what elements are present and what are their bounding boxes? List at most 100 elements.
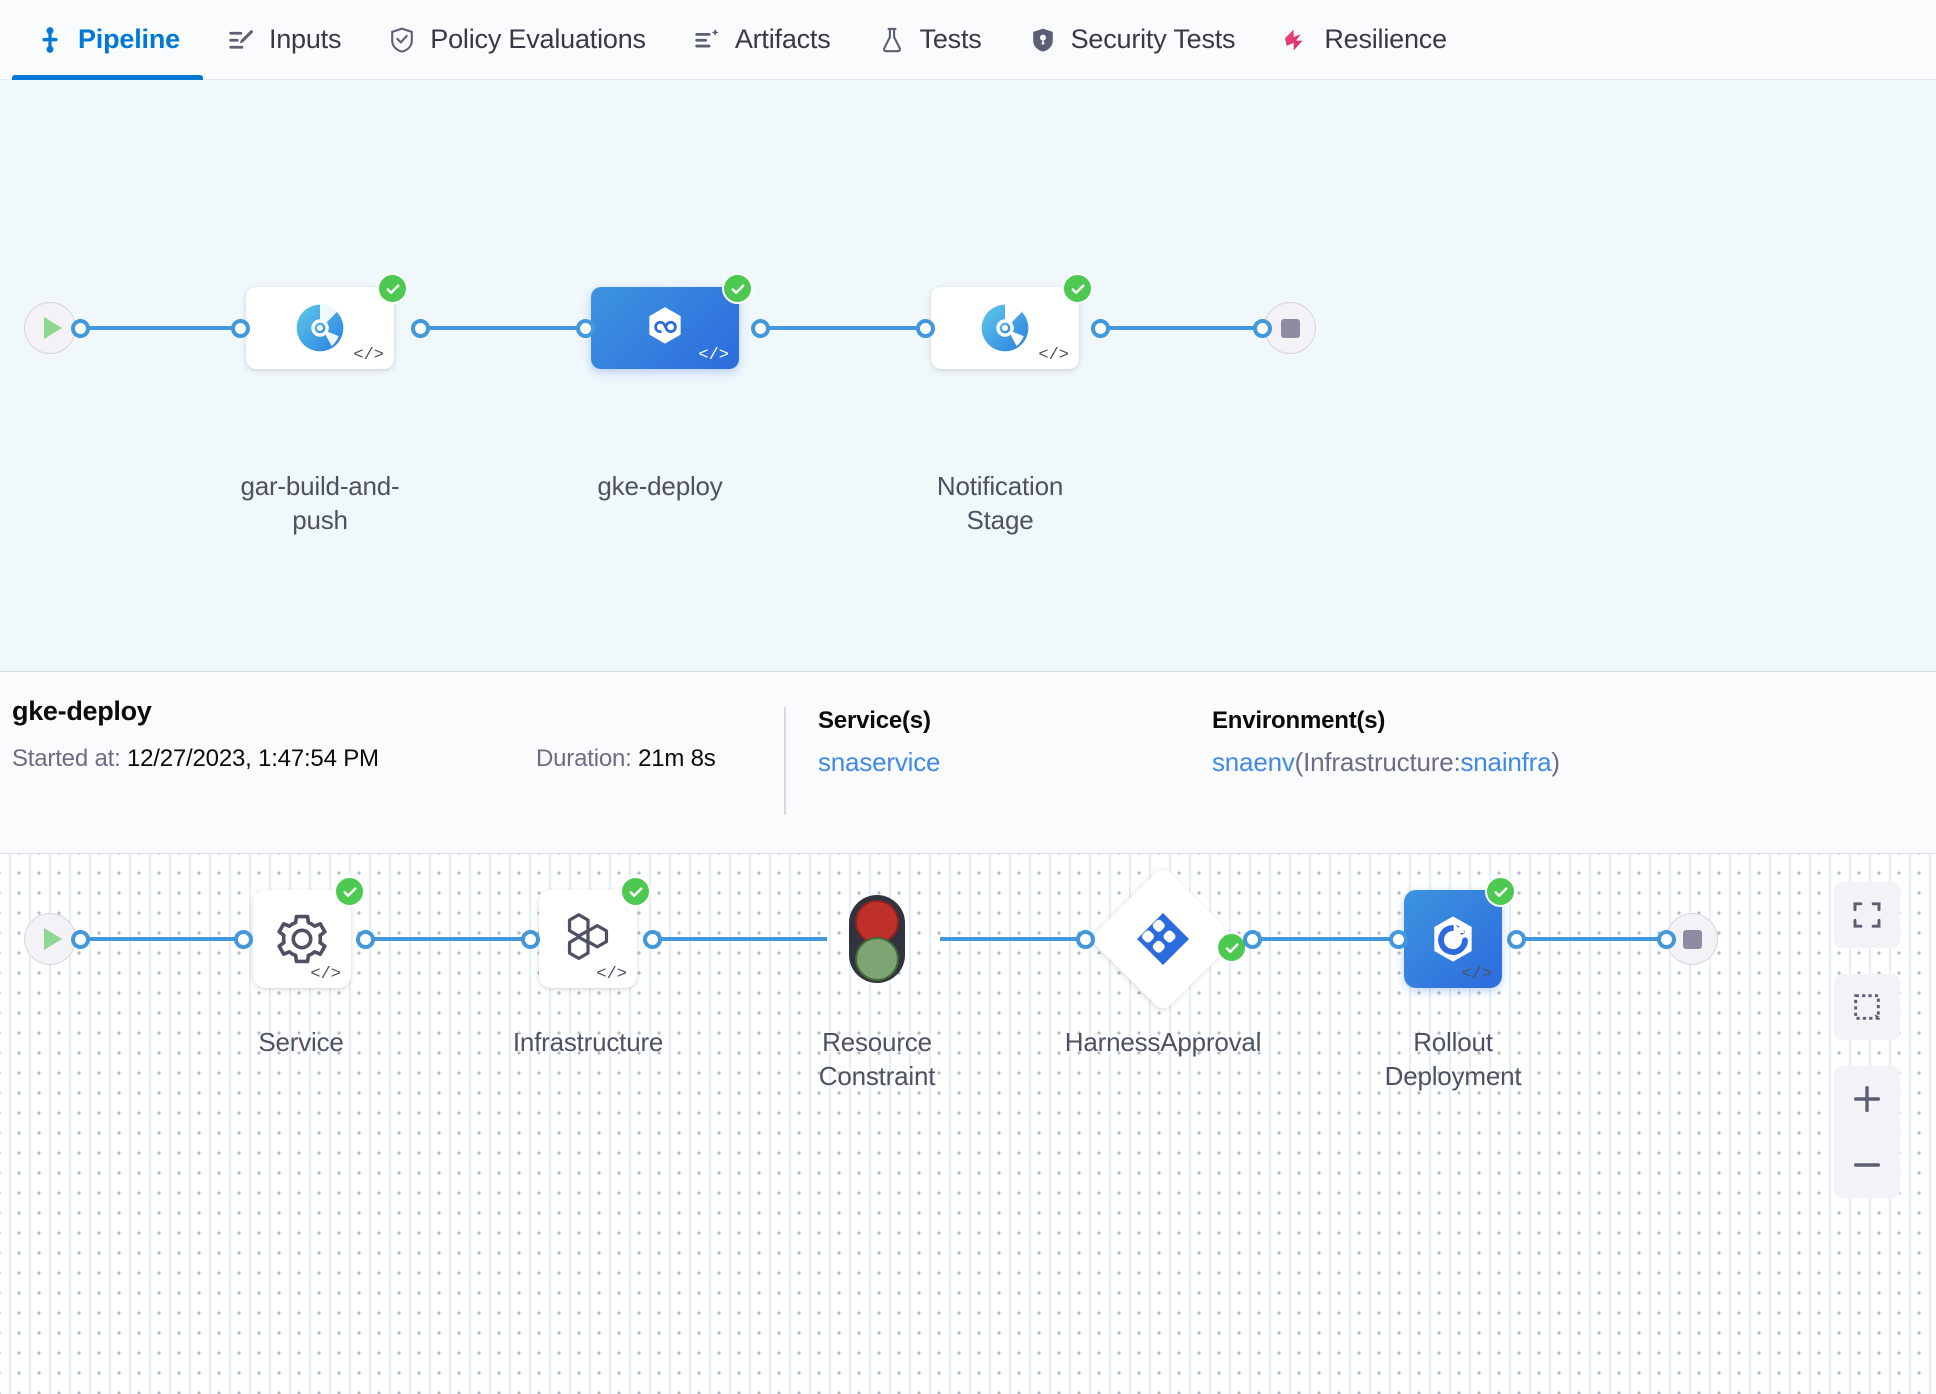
expand-icon bbox=[1853, 902, 1881, 928]
step-label: Infrastructure bbox=[512, 1027, 664, 1057]
step-node-harness-approval[interactable] bbox=[1089, 865, 1248, 1013]
tab-label: Pipeline bbox=[78, 24, 180, 54]
pipeline-icon bbox=[35, 25, 65, 55]
hexagons-icon bbox=[567, 913, 609, 960]
tab-pipeline[interactable]: Pipeline bbox=[12, 0, 203, 80]
step-in-port bbox=[1076, 930, 1095, 949]
execution-graph-canvas[interactable]: </> Service </> Infrastructure bbox=[0, 854, 1936, 1394]
yaml-code-badge[interactable]: </> bbox=[353, 346, 384, 365]
minus-icon bbox=[1853, 1163, 1881, 1167]
tab-policy-evaluations[interactable]: Policy Evaluations bbox=[364, 0, 669, 80]
stage-node-notification-stage[interactable]: </> bbox=[931, 273, 1093, 369]
step-label: Service bbox=[258, 1027, 344, 1057]
services-field: Service(s) snaservice bbox=[818, 707, 940, 778]
stop-icon bbox=[1280, 318, 1300, 338]
step-out-port bbox=[356, 930, 375, 949]
yaml-code-badge[interactable]: </> bbox=[1461, 965, 1492, 984]
tab-label: Artifacts bbox=[734, 24, 831, 54]
stage-label: gke-deploy bbox=[597, 471, 723, 501]
stage-title: gke-deploy bbox=[12, 696, 152, 726]
resilience-icon bbox=[1281, 25, 1311, 55]
stage-in-port bbox=[231, 319, 250, 338]
stage-out-port bbox=[1091, 319, 1110, 338]
ci-build-icon bbox=[296, 304, 344, 352]
execution-start-port bbox=[71, 930, 90, 949]
tab-label: Resilience bbox=[1324, 24, 1447, 54]
services-heading: Service(s) bbox=[818, 707, 931, 734]
policy-shield-icon bbox=[387, 25, 417, 55]
tab-label: Policy Evaluations bbox=[430, 24, 646, 54]
pipeline-edge bbox=[760, 326, 925, 330]
execution-edge bbox=[1516, 937, 1666, 941]
tab-artifacts[interactable]: Artifacts bbox=[669, 0, 854, 80]
execution-edge bbox=[652, 937, 827, 941]
stage-node-gke-deploy[interactable]: </> bbox=[591, 273, 753, 369]
environment-link-snaenv[interactable]: snaenv bbox=[1212, 747, 1295, 777]
dashed-select-icon bbox=[1854, 994, 1880, 1020]
pipeline-start-node[interactable] bbox=[24, 302, 76, 354]
ci-build-icon bbox=[981, 304, 1029, 352]
stage-in-port bbox=[916, 319, 935, 338]
stage-label: Notification Stage bbox=[936, 471, 1064, 535]
info-vertical-divider bbox=[784, 707, 786, 815]
step-node-resource-constraint[interactable] bbox=[828, 890, 926, 988]
flask-icon bbox=[877, 25, 907, 55]
tab-security-tests[interactable]: Security Tests bbox=[1005, 0, 1259, 80]
infrastructure-suffix: ) bbox=[1551, 747, 1560, 777]
environments-field: Environment(s) snaenv(Infrastructure:sna… bbox=[1212, 707, 1560, 778]
environment-value: snaenv(Infrastructure:snainfra) bbox=[1212, 747, 1560, 778]
zoom-in-button[interactable] bbox=[1834, 1066, 1900, 1132]
traffic-light-icon bbox=[849, 895, 905, 983]
approval-icon-wrapper bbox=[1133, 909, 1193, 969]
yaml-code-badge[interactable]: </> bbox=[310, 965, 341, 984]
step-out-port bbox=[643, 930, 662, 949]
stage-out-port bbox=[411, 319, 430, 338]
started-at-field: Started at: 12/27/2023, 1:47:54 PM bbox=[12, 745, 536, 773]
status-badge-success bbox=[722, 273, 753, 304]
infrastructure-link-snainfra[interactable]: snainfra bbox=[1460, 747, 1552, 777]
step-out-port bbox=[1507, 930, 1526, 949]
play-icon bbox=[43, 317, 62, 339]
fit-to-screen-button[interactable] bbox=[1834, 882, 1900, 948]
pipeline-edge bbox=[80, 326, 240, 330]
execution-edge bbox=[365, 937, 530, 941]
approval-diamond-icon bbox=[1137, 913, 1189, 965]
zoom-button-group bbox=[1834, 1066, 1900, 1198]
stage-label: gar-build-and-push bbox=[240, 471, 400, 535]
step-node-service[interactable]: </> bbox=[253, 876, 365, 988]
stage-node-gar-build-and-push[interactable]: </> bbox=[246, 273, 408, 369]
tab-bar: Pipeline Inputs Policy Evaluations bbox=[0, 0, 1936, 80]
tab-label: Tests bbox=[919, 24, 982, 54]
execution-start-node[interactable] bbox=[24, 913, 76, 965]
stage-info-row: Started at: 12/27/2023, 1:47:54 PM Durat… bbox=[12, 707, 1936, 815]
tab-tests[interactable]: Tests bbox=[854, 0, 1005, 80]
status-badge-success bbox=[620, 876, 651, 907]
duration-label: Duration: bbox=[536, 745, 632, 772]
zoom-out-button[interactable] bbox=[1834, 1132, 1900, 1198]
tab-inputs[interactable]: Inputs bbox=[203, 0, 364, 80]
tab-resilience[interactable]: Resilience bbox=[1258, 0, 1470, 80]
pipeline-graph-canvas[interactable]: </> gar-build-and-push </> gke-deploy bbox=[0, 80, 1936, 672]
artifacts-icon bbox=[692, 25, 722, 55]
service-link-snaservice[interactable]: snaservice bbox=[818, 747, 941, 777]
plus-icon bbox=[1853, 1085, 1881, 1113]
stage-info-bar: gke-deploy Started at: 12/27/2023, 1:47:… bbox=[0, 672, 1936, 854]
yaml-code-badge[interactable]: </> bbox=[596, 965, 627, 984]
inputs-icon bbox=[226, 25, 256, 55]
security-shield-icon bbox=[1028, 25, 1058, 55]
execution-node-layer: </> Service </> Infrastructure bbox=[0, 854, 1936, 1394]
duration-field: Duration: 21m 8s bbox=[536, 745, 792, 773]
tab-label: Security Tests bbox=[1070, 24, 1236, 54]
started-at-value: 12/27/2023, 1:47:54 PM bbox=[127, 745, 379, 772]
selection-box-button[interactable] bbox=[1834, 974, 1900, 1040]
execution-edge bbox=[1252, 937, 1398, 941]
step-node-rollout-deployment[interactable]: </> bbox=[1404, 876, 1516, 988]
yaml-code-badge[interactable]: </> bbox=[698, 346, 729, 365]
step-label: Rollout Deployment bbox=[1384, 1027, 1522, 1091]
execution-end-port bbox=[1657, 930, 1676, 949]
step-node-infrastructure[interactable]: </> bbox=[539, 876, 651, 988]
pipeline-end-port bbox=[1253, 319, 1272, 338]
yaml-code-badge[interactable]: </> bbox=[1038, 346, 1069, 365]
play-icon bbox=[43, 928, 62, 950]
started-at-label: Started at: bbox=[12, 745, 121, 772]
